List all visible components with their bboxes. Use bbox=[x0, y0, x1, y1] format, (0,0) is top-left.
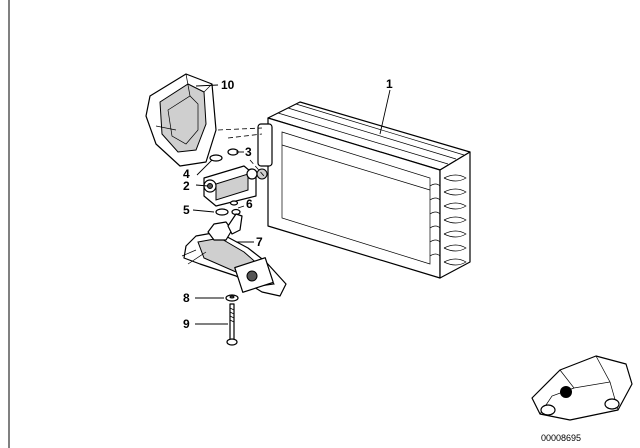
location-marker-dot bbox=[560, 386, 572, 398]
o-ring-4 bbox=[209, 154, 223, 162]
evaporator-coil-loops bbox=[429, 174, 467, 266]
callout-2: 2 bbox=[183, 179, 190, 193]
pipe-assembly bbox=[181, 213, 287, 297]
screw bbox=[226, 303, 238, 346]
leader-lines bbox=[192, 84, 391, 325]
callout-8: 8 bbox=[183, 291, 190, 305]
callout-1: 1 bbox=[386, 77, 393, 91]
callout-7: 7 bbox=[256, 235, 263, 249]
o-ring-5 bbox=[215, 208, 229, 216]
callout-4: 4 bbox=[183, 167, 190, 181]
callout-5: 5 bbox=[183, 203, 190, 217]
washer-nut bbox=[225, 294, 239, 302]
document-number: 00008695 bbox=[541, 433, 581, 443]
callout-6: 6 bbox=[246, 197, 253, 211]
car-location-thumbnail bbox=[531, 355, 633, 421]
callout-9: 9 bbox=[183, 317, 190, 331]
callout-3: 3 bbox=[245, 145, 252, 159]
evaporator-core bbox=[256, 101, 471, 279]
cover-shell bbox=[145, 73, 217, 167]
callout-10: 10 bbox=[221, 78, 235, 92]
expansion-valve bbox=[203, 165, 258, 207]
connection-dashes bbox=[217, 127, 265, 177]
